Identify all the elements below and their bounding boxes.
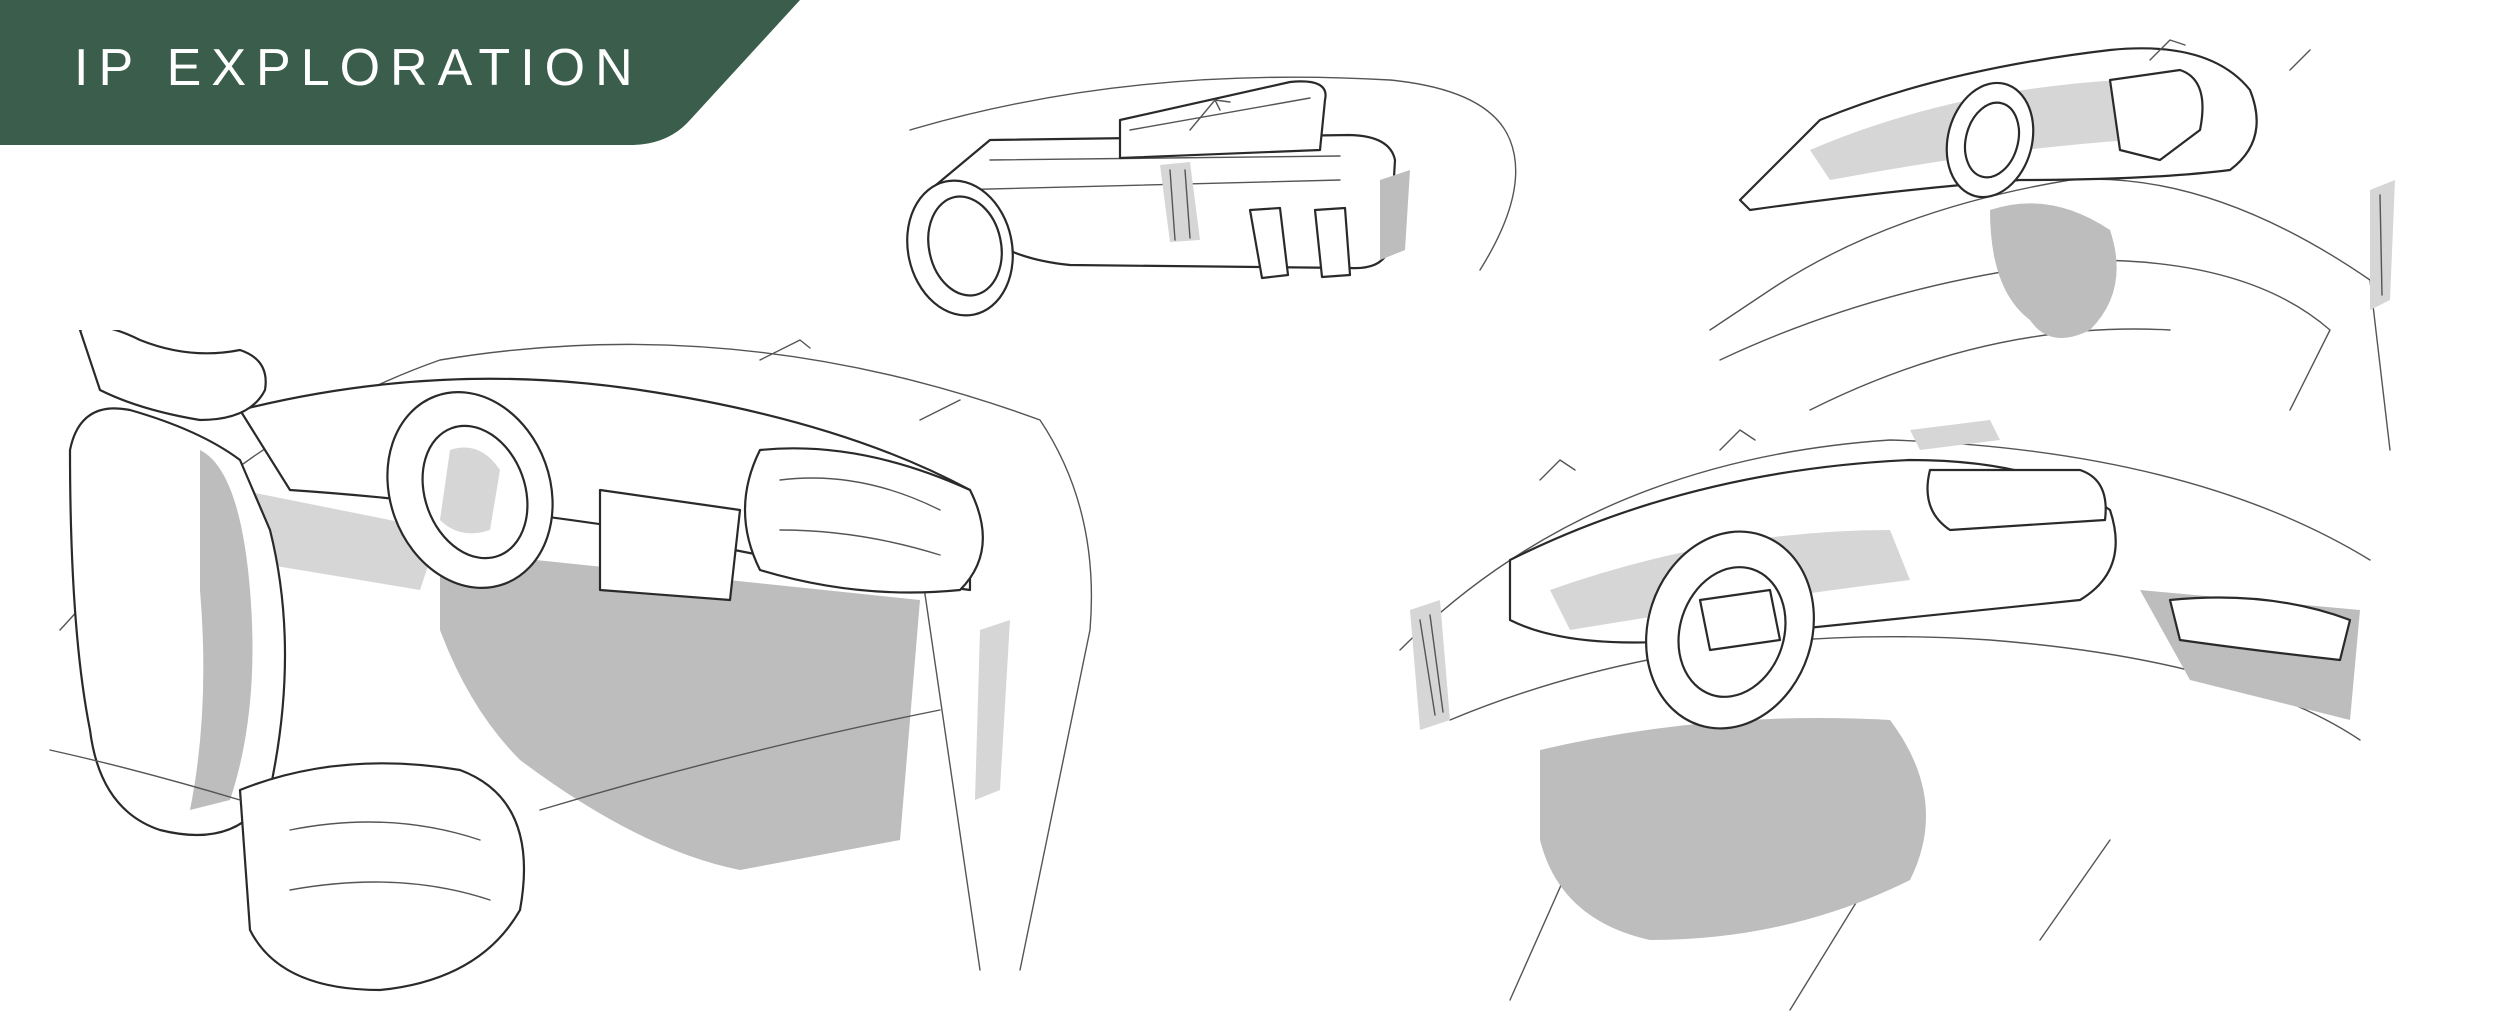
page-title: IP EXPLORATION	[74, 39, 643, 97]
right-main-sketch	[1390, 420, 2390, 1020]
top-right-sketch	[1690, 30, 2450, 470]
top-center-sketch	[870, 70, 1550, 340]
left-main-sketch	[40, 330, 1130, 1010]
banner-shape	[0, 0, 800, 145]
title-banner: IP EXPLORATION	[0, 0, 800, 145]
